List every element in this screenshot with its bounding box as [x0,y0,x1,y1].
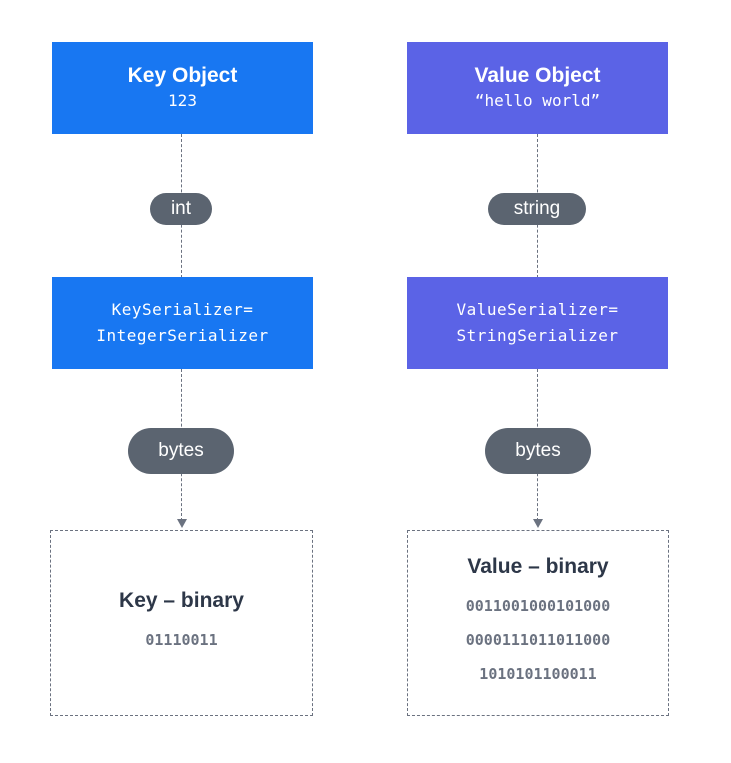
value-binary-line-1: 0011001000101000 [465,597,611,615]
value-object-title: Value Object [474,64,601,87]
key-serializer-line2: IntegerSerializer [96,326,269,345]
value-serializer-line1: ValueSerializer= [456,300,619,319]
key-type-label: int [170,198,192,219]
value-binary-line-3: 1010101100011 [479,665,597,683]
key-binary-box: Key – binary 01110011 [50,530,313,716]
value-serializer-line2: StringSerializer [456,326,619,345]
value-binary-box: Value – binary 0011001000101000 00001110… [407,530,669,716]
key-bytes-label: bytes [158,440,204,461]
value-bytes-label: bytes [515,440,561,461]
value-type-pill: string [488,193,586,225]
key-type-pill: int [150,193,212,225]
key-bytes-pill: bytes [128,428,234,474]
key-object-value: 123 [168,91,197,110]
key-serializer-box: KeySerializer= IntegerSerializer [52,277,313,369]
key-binary-title: Key – binary [119,589,244,612]
value-object-value: “hello world” [474,91,601,110]
value-type-label: string [513,198,561,219]
value-binary-title: Value – binary [467,555,609,578]
key-object-box: Key Object 123 [52,42,313,134]
key-serializer-line1: KeySerializer= [111,300,254,319]
key-object-title: Key Object [127,64,238,87]
value-bytes-pill: bytes [485,428,591,474]
value-arrowhead [533,519,543,528]
value-serializer-box: ValueSerializer= StringSerializer [407,277,668,369]
value-object-box: Value Object “hello world” [407,42,668,134]
value-binary-line-2: 0000111011011000 [465,631,611,649]
key-binary-line: 01110011 [145,631,218,649]
key-arrowhead [177,519,187,528]
